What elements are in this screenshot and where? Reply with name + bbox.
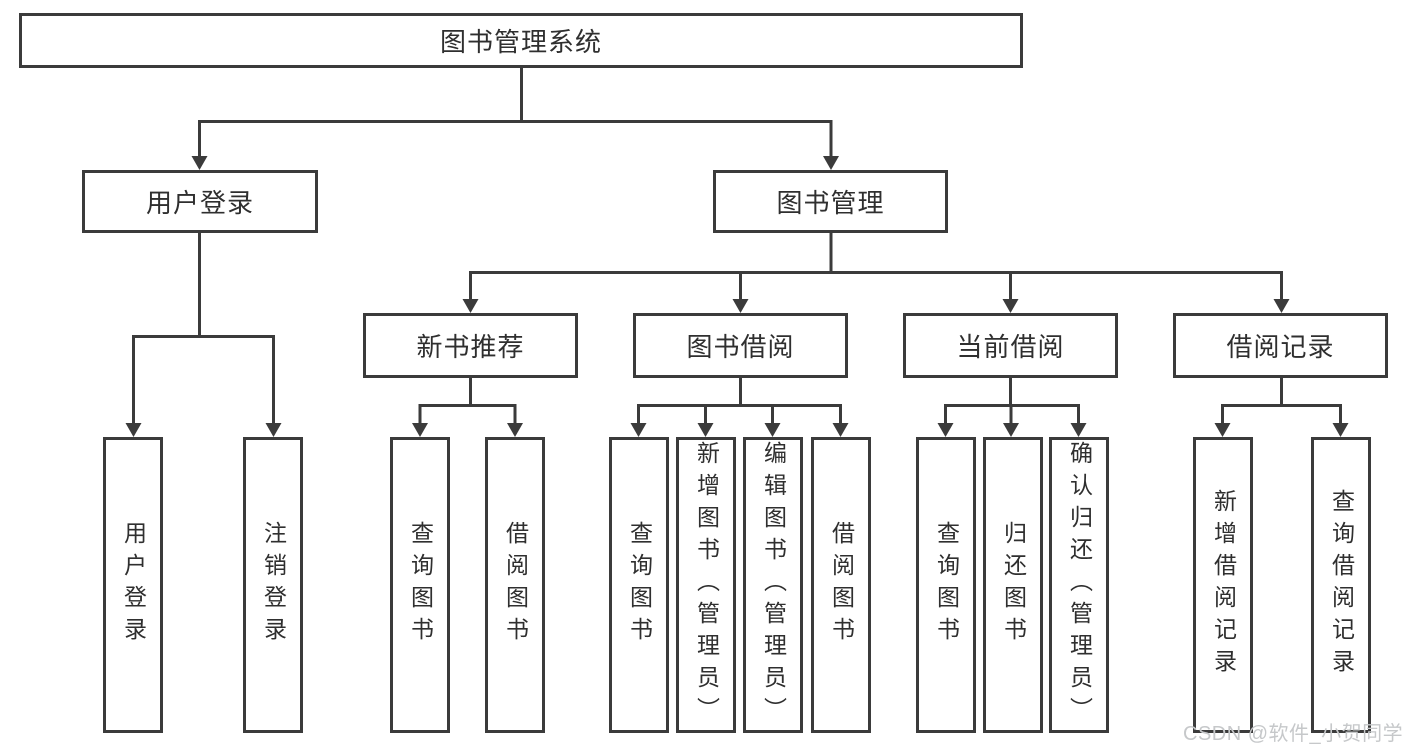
leaf-logout: 注销登录 [243, 437, 303, 733]
leaf-query-books: 查询图书 [609, 437, 669, 733]
node-new-book-recommend: 新书推荐 [363, 313, 578, 378]
leaf-label: 注销登录 [260, 521, 287, 649]
connector-book-mgmt-to-level3 [462, 233, 1290, 313]
arrow-down-icon [412, 423, 428, 437]
arrow-down-icon [462, 299, 479, 313]
arrow-down-icon [630, 423, 647, 437]
leaf-add-books-admin: 新增图书（管理员） [676, 437, 736, 733]
arrow-down-icon [125, 423, 142, 437]
connector-user-login-to-leaves [125, 233, 282, 437]
connector-line [1221, 404, 1342, 424]
leaf-return-books: 归还图书 [983, 437, 1043, 733]
leaf-borrow-books: 借阅图书 [485, 437, 545, 733]
leaf-label: 查询图书 [933, 521, 960, 649]
leaf-label: 查询图书 [626, 521, 653, 649]
leaf-label: 归还图书 [1000, 521, 1027, 649]
connector-line [198, 120, 833, 158]
node-label: 用户登录 [145, 188, 254, 218]
leaf-add-borrow-record: 新增借阅记录 [1193, 437, 1253, 733]
leaf-confirm-return-admin: 确认归还（管理员） [1049, 437, 1109, 733]
node-book-management: 图书管理 [713, 170, 948, 233]
connector-line [469, 271, 1283, 301]
node-label: 当前借阅 [956, 332, 1065, 362]
connector-records-to-leaves [1214, 378, 1349, 437]
connector-root-to-level2 [191, 68, 839, 170]
arrow-down-icon [1332, 423, 1349, 437]
connector-line [132, 335, 275, 424]
connector-new-books-to-leaves [412, 378, 523, 437]
arrow-down-icon [1214, 423, 1231, 437]
node-current-borrowing: 当前借阅 [903, 313, 1118, 378]
leaf-edit-books-admin: 编辑图书（管理员） [743, 437, 803, 733]
node-user-login: 用户登录 [82, 170, 318, 233]
leaf-label: 确认归还（管理员） [1066, 441, 1093, 729]
arrow-down-icon [1070, 423, 1087, 437]
leaf-label: 用户登录 [120, 521, 147, 649]
node-label: 借阅记录 [1226, 332, 1335, 362]
leaf-label: 借阅图书 [828, 521, 855, 649]
arrow-down-icon [732, 299, 749, 313]
leaf-query-books: 查询图书 [390, 437, 450, 733]
arrow-down-icon [265, 423, 282, 437]
arrow-down-icon [1002, 299, 1019, 313]
leaf-label: 查询借阅记录 [1328, 489, 1355, 681]
connector-book-borrow-to-leaves [630, 378, 849, 437]
leaf-label: 新增图书（管理员） [693, 441, 720, 729]
node-label: 图书借阅 [686, 332, 795, 362]
node-library-management-system: 图书管理系统 [19, 13, 1023, 68]
leaf-user-login: 用户登录 [103, 437, 163, 733]
connector-current-borrow-to-leaves [937, 378, 1087, 437]
arrow-down-icon [823, 156, 839, 170]
csdn-watermark: CSDN @软件_小贺同学 [1183, 723, 1404, 745]
node-label: 新书推荐 [416, 332, 525, 362]
arrow-down-icon [937, 423, 954, 437]
arrow-down-icon [191, 156, 208, 170]
leaf-label: 借阅图书 [502, 521, 529, 649]
leaf-label: 编辑图书（管理员） [760, 441, 787, 729]
node-label: 图书管理系统 [439, 27, 602, 57]
arrow-down-icon [764, 423, 781, 437]
leaf-label: 查询图书 [407, 521, 434, 649]
arrow-down-icon [697, 423, 714, 437]
connector-line [637, 404, 842, 424]
node-borrow-records: 借阅记录 [1173, 313, 1388, 378]
arrow-down-icon [1003, 423, 1019, 437]
leaf-label: 新增借阅记录 [1210, 489, 1237, 681]
arrow-down-icon [507, 423, 523, 437]
node-book-borrowing: 图书借阅 [633, 313, 848, 378]
leaf-query-books: 查询图书 [916, 437, 976, 733]
node-label: 图书管理 [776, 188, 885, 218]
connector-line [418, 404, 517, 424]
leaf-borrow-books: 借阅图书 [811, 437, 871, 733]
arrow-down-icon [1273, 299, 1290, 313]
leaf-query-borrow-record: 查询借阅记录 [1311, 437, 1371, 733]
arrow-down-icon [832, 423, 849, 437]
